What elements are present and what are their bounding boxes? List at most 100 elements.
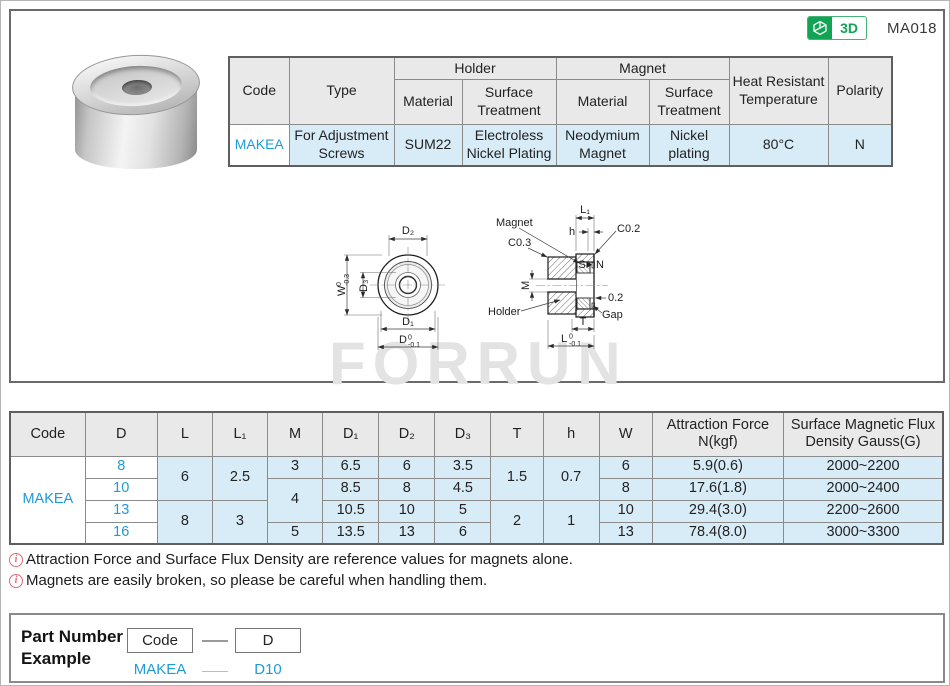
cell-d1: 8.5 — [322, 477, 380, 501]
part-number-example-d: D10 — [254, 661, 282, 678]
cell-d2: 10 — [378, 499, 436, 523]
dim-w-tol-bottom: -0.3 — [344, 274, 351, 286]
dim-header-d3: D₃ — [434, 411, 492, 457]
note-line: Magnets are easily broken, so please be … — [9, 570, 573, 591]
3d-cube-icon — [808, 17, 833, 39]
info-icon — [9, 552, 23, 567]
dim-w-label: W — [336, 285, 348, 296]
note-text: Magnets are easily broken, so please be … — [26, 572, 488, 589]
cell-m: 4 — [267, 477, 324, 523]
cell-l: 6 — [156, 455, 213, 501]
cell-flux: 3000~3300 — [783, 521, 944, 545]
3d-badge-label: 3D — [840, 20, 858, 36]
spec-table: Code Type Holder Magnet Heat Resistant T… — [228, 56, 894, 167]
spec-heat-value: 80°C — [728, 123, 829, 167]
dim-l-tol-top: 0 — [569, 334, 573, 341]
dim-l-tol-bottom: -0.1 — [569, 341, 581, 348]
dim-header-d2: D₂ — [378, 411, 436, 457]
part-number-title-line2: Example — [21, 649, 91, 669]
table-row: 10 4 8.5 8 4.5 8 17.6(1.8) 2000~2400 — [10, 477, 944, 523]
table-row: MAKEA 8 6 2.5 3 6.5 6 3.5 1.5 0.7 6 5.9(… — [9, 455, 944, 545]
spec-header-type: Type — [288, 56, 395, 125]
cell-h: 0.7 — [542, 455, 600, 501]
cell-l1: 3 — [211, 499, 269, 545]
spec-magnet-material-value: Neodymium Magnet — [555, 123, 650, 167]
dim-d: D 0 -0.1 — [377, 317, 439, 350]
dim-d2: D₂ — [388, 225, 428, 256]
table-row: 13 8 3 10.5 10 5 2 1 10 29.4(3.0) 2200~2… — [10, 499, 944, 545]
cell-d2: 6 — [378, 455, 436, 479]
dim-d-tol-top: 0 — [408, 335, 412, 342]
spec-magnet-surface-value: Nickel plating — [648, 123, 730, 167]
watermark: FORRUN — [329, 330, 628, 397]
dim-header-h: h — [542, 411, 600, 457]
part-number-title-line1: Part Number — [21, 627, 124, 646]
cell-d2: 13 — [378, 521, 436, 545]
dim-header-t: T — [490, 411, 544, 457]
page-code: MA018 — [886, 20, 937, 37]
section-view: S N Magnet C0.3 C0.2 L₁ — [488, 204, 640, 349]
cell-d3: 5 — [434, 499, 492, 523]
dim-header-d: D — [84, 411, 158, 457]
d-value-link[interactable]: 10 — [113, 480, 130, 497]
spec-header-holder-material: Material — [393, 78, 463, 125]
cell-d3: 4.5 — [434, 477, 492, 501]
dim-t-label: T — [580, 316, 587, 328]
dim-header-m: M — [267, 411, 324, 457]
spec-code-link[interactable]: MAKEA — [234, 136, 284, 152]
dim-d-label: D — [399, 334, 407, 346]
cell-d2: 8 — [378, 477, 436, 501]
dim-header-l: L — [156, 411, 213, 457]
part-number-d-box: D — [235, 628, 301, 653]
dim-t: T — [571, 316, 595, 332]
product-photo — [63, 49, 213, 179]
product-overview-panel: 3D MA018 Code Type Holder Magnet Heat Re… — [9, 9, 945, 397]
spec-header-magnet: Magnet — [555, 56, 730, 80]
cell-h: 1 — [542, 499, 600, 545]
cell-flux: 2200~2600 — [783, 499, 944, 523]
cell-t: 1.5 — [490, 455, 544, 501]
dim-code-link[interactable]: MAKEA — [22, 491, 74, 508]
gap-label: Gap — [602, 309, 623, 321]
gap-value-label: 0.2 — [608, 292, 623, 304]
d-value-link[interactable]: 13 — [113, 502, 130, 519]
dim-d2-label: D₂ — [402, 225, 414, 237]
cell-attraction: 5.9(0.6) — [651, 455, 785, 479]
dim-header-flux: Surface Magnetic Flux Density Gauss(G) — [783, 411, 944, 457]
notes: Attraction Force and Surface Flux Densit… — [9, 549, 573, 591]
dim-header-w: W — [598, 411, 653, 457]
dim-h-label: h — [569, 226, 575, 238]
holder-label: Holder — [488, 306, 521, 318]
dim-table-header-row: Code D L L₁ M D₁ D₂ D₃ T h W Attraction … — [9, 411, 944, 457]
dim-l: L 0 -0.1 — [547, 320, 595, 349]
front-view: D₂ W 0 -0.3 — [336, 225, 446, 350]
cell-d3: 6 — [434, 521, 492, 545]
dim-h: h — [569, 226, 603, 251]
technical-drawing: D₂ W 0 -0.3 — [336, 204, 640, 350]
cell-w: 13 — [598, 521, 653, 545]
cell-flux: 2000~2200 — [783, 455, 944, 479]
spec-holder-material-value: SUM22 — [393, 123, 463, 167]
cell-t: 2 — [490, 499, 544, 545]
dim-m-label: M — [520, 281, 532, 290]
cell-d3: 3.5 — [434, 455, 492, 479]
d-value-link[interactable]: 16 — [113, 524, 130, 541]
part-number-code-box: Code — [127, 628, 193, 653]
dim-d1: D₁ — [380, 311, 436, 332]
d-value-link[interactable]: 8 — [117, 458, 126, 475]
cell-attraction: 29.4(3.0) — [651, 499, 785, 523]
dim-d3: D₃ — [358, 271, 396, 299]
magnet-label: Magnet — [496, 217, 533, 229]
dim-d1-label: D₁ — [402, 316, 414, 328]
cell-d1: 6.5 — [322, 455, 380, 479]
dim-header-d1: D₁ — [322, 411, 380, 457]
dim-header-l1: L₁ — [211, 411, 269, 457]
dim-w: W 0 -0.3 — [336, 254, 382, 316]
cell-flux: 2000~2400 — [783, 477, 944, 501]
dim-header-code: Code — [9, 411, 86, 457]
cell-attraction: 17.6(1.8) — [651, 477, 785, 501]
view-3d-button[interactable]: 3D — [807, 16, 867, 40]
info-icon — [9, 573, 23, 588]
chamfer-c02-label: C0.2 — [617, 223, 640, 235]
dim-m: M — [520, 270, 548, 301]
